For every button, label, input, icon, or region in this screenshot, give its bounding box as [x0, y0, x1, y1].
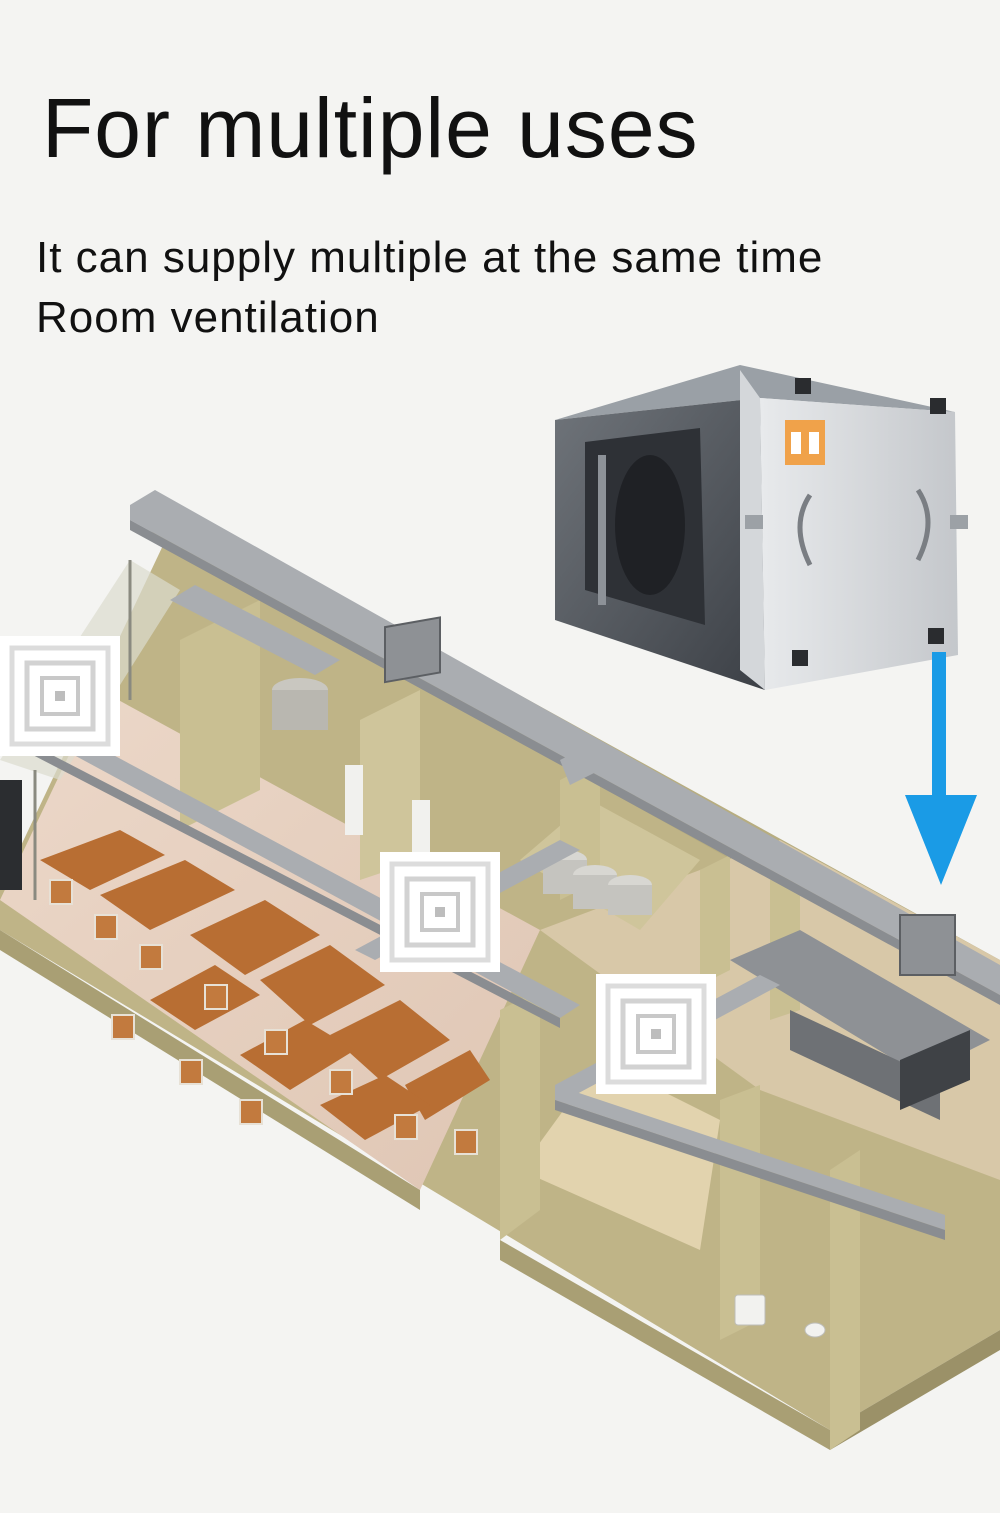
ceiling-diffuser-icon [380, 852, 500, 972]
bathroom-fixtures [734, 1294, 826, 1338]
speaker-box [0, 780, 22, 890]
ventilation-cabinet-icon [555, 365, 968, 690]
kitchen-counter [730, 930, 990, 1120]
ceiling-diffuser-icon [0, 636, 120, 756]
dining-tables [40, 830, 490, 1140]
airflow-arrow-icon [905, 652, 977, 885]
ceiling-diffuser-icon [596, 974, 716, 1094]
page-subtitle: It can supply multiple at the same time … [36, 233, 824, 342]
page-title: For multiple uses [42, 81, 699, 175]
dining-chairs [49, 879, 478, 1155]
